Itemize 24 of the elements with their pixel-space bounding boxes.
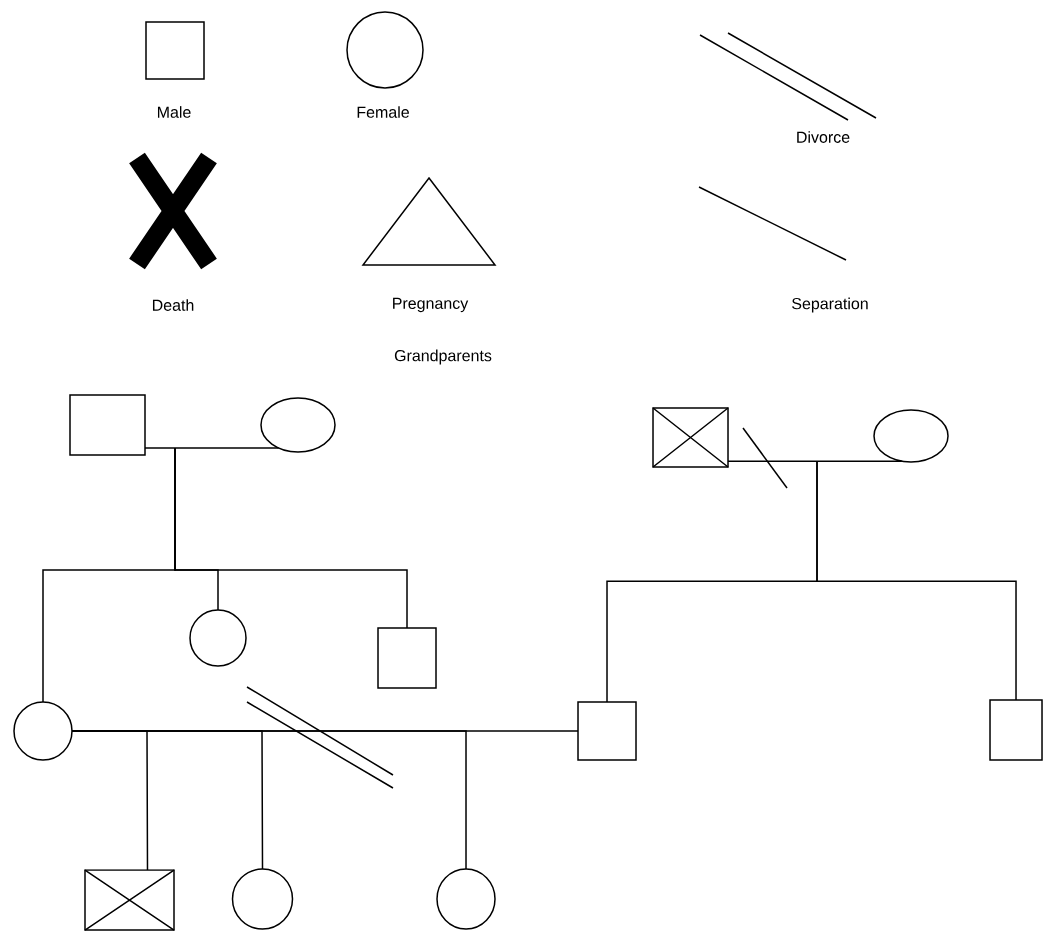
- male-square: [989, 699, 1043, 761]
- male-square: [69, 394, 146, 456]
- marriage-line: [144, 447, 280, 449]
- legend-label: Death: [152, 299, 194, 311]
- descent-line: [816, 460, 1017, 701]
- female-circle: [189, 609, 247, 667]
- descent-line: [42, 447, 176, 703]
- legend-label: Male: [158, 106, 191, 118]
- deceased-square: [652, 407, 729, 468]
- deceased-square: [84, 869, 175, 931]
- descent-line: [71, 730, 467, 870]
- female-circle: [13, 701, 73, 761]
- legend-label: Separation: [792, 297, 868, 313]
- female-circle: [436, 868, 496, 930]
- female-circle: [873, 409, 949, 463]
- legend-label: Female: [357, 106, 409, 118]
- female-circle: [260, 397, 336, 453]
- female-circle: [231, 868, 294, 930]
- legend-label: Divorce: [797, 131, 850, 143]
- male-square: [577, 701, 637, 761]
- legend-label: Pregnancy: [393, 297, 469, 313]
- heading: Grandparents: [394, 349, 492, 365]
- marriage-line: [727, 460, 903, 462]
- male-square: [377, 627, 437, 689]
